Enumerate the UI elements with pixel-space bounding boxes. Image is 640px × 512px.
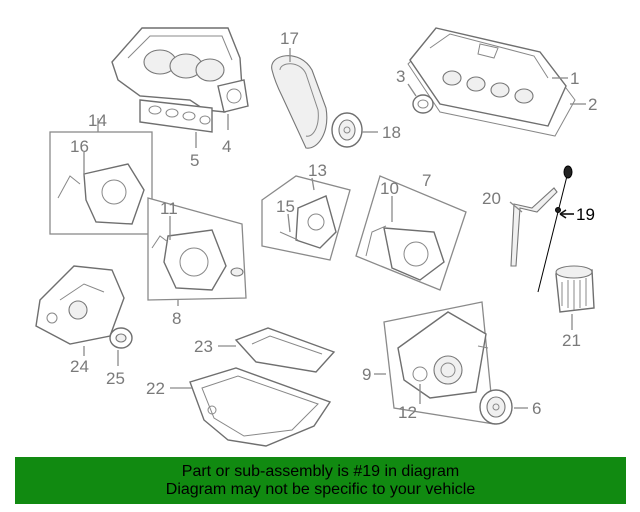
callout-11: 11 bbox=[160, 199, 178, 218]
oil-filter bbox=[555, 265, 595, 313]
callout-1: 1 bbox=[570, 69, 579, 88]
callout-5: 5 bbox=[190, 151, 199, 170]
leader-20 bbox=[509, 201, 523, 213]
leader-13 bbox=[311, 177, 315, 191]
oil-level-dipstick bbox=[537, 165, 573, 293]
oil-filler-cap bbox=[412, 94, 434, 114]
callout-9: 9 bbox=[362, 365, 371, 384]
callout-21: 21 bbox=[562, 331, 581, 350]
callout-8: 8 bbox=[172, 309, 181, 328]
timing-cover-middle bbox=[365, 225, 445, 281]
timing-cover-lower-rear bbox=[151, 229, 244, 291]
callout-7: 7 bbox=[422, 171, 431, 190]
callout-24: 24 bbox=[70, 357, 89, 376]
callout-18: 18 bbox=[382, 123, 401, 142]
timing-cover-upper-rear bbox=[57, 163, 145, 225]
oil-pan bbox=[189, 367, 332, 447]
callout-20: 20 bbox=[482, 189, 501, 208]
callout-13: 13 bbox=[308, 161, 327, 180]
callout-14: 14 bbox=[88, 111, 107, 130]
crankshaft-pulley bbox=[479, 389, 513, 425]
notice-disclaimer-line: Diagram may not be specific to your vehi… bbox=[165, 480, 476, 498]
leader-3 bbox=[407, 83, 417, 97]
callout-23: 23 bbox=[194, 337, 213, 356]
callout-19: 19 bbox=[576, 205, 595, 224]
intake-manifold bbox=[111, 27, 249, 113]
callout-6: 6 bbox=[532, 399, 541, 418]
callout-4: 4 bbox=[222, 137, 231, 156]
callout-22: 22 bbox=[146, 379, 165, 398]
timing-belt bbox=[271, 55, 328, 149]
timing-cover-upper-front bbox=[279, 195, 337, 249]
oil-baffle-plate bbox=[234, 327, 336, 373]
callout-25: 25 bbox=[106, 369, 125, 388]
dipstick-tube bbox=[510, 187, 558, 267]
callout-10: 10 bbox=[380, 179, 399, 198]
callout-17: 17 bbox=[280, 29, 299, 48]
arrowhead-19 bbox=[559, 209, 567, 219]
oil-filter-adapter bbox=[109, 327, 133, 349]
notice-part-line: Part or sub-assembly is #19 in diagram bbox=[181, 462, 460, 480]
intake-manifold-gasket bbox=[139, 99, 213, 133]
valve-cover bbox=[409, 27, 567, 127]
leader-15 bbox=[287, 213, 291, 233]
camshaft-pulley bbox=[331, 112, 363, 148]
fitment-notice-banner: Part or sub-assembly is #19 in diagram D… bbox=[15, 457, 626, 504]
oil-pump-housing bbox=[397, 311, 489, 399]
engine-parts-diagram: 1 2 3 4 5 6 7 8 9 10 11 12 13 14 15 16 1… bbox=[35, 27, 597, 447]
callout-3: 3 bbox=[396, 67, 405, 86]
callout-15: 15 bbox=[276, 197, 295, 216]
oil-pump bbox=[35, 265, 125, 345]
callout-12: 12 bbox=[398, 403, 417, 422]
callout-16: 16 bbox=[70, 137, 89, 156]
callout-2: 2 bbox=[588, 95, 597, 114]
